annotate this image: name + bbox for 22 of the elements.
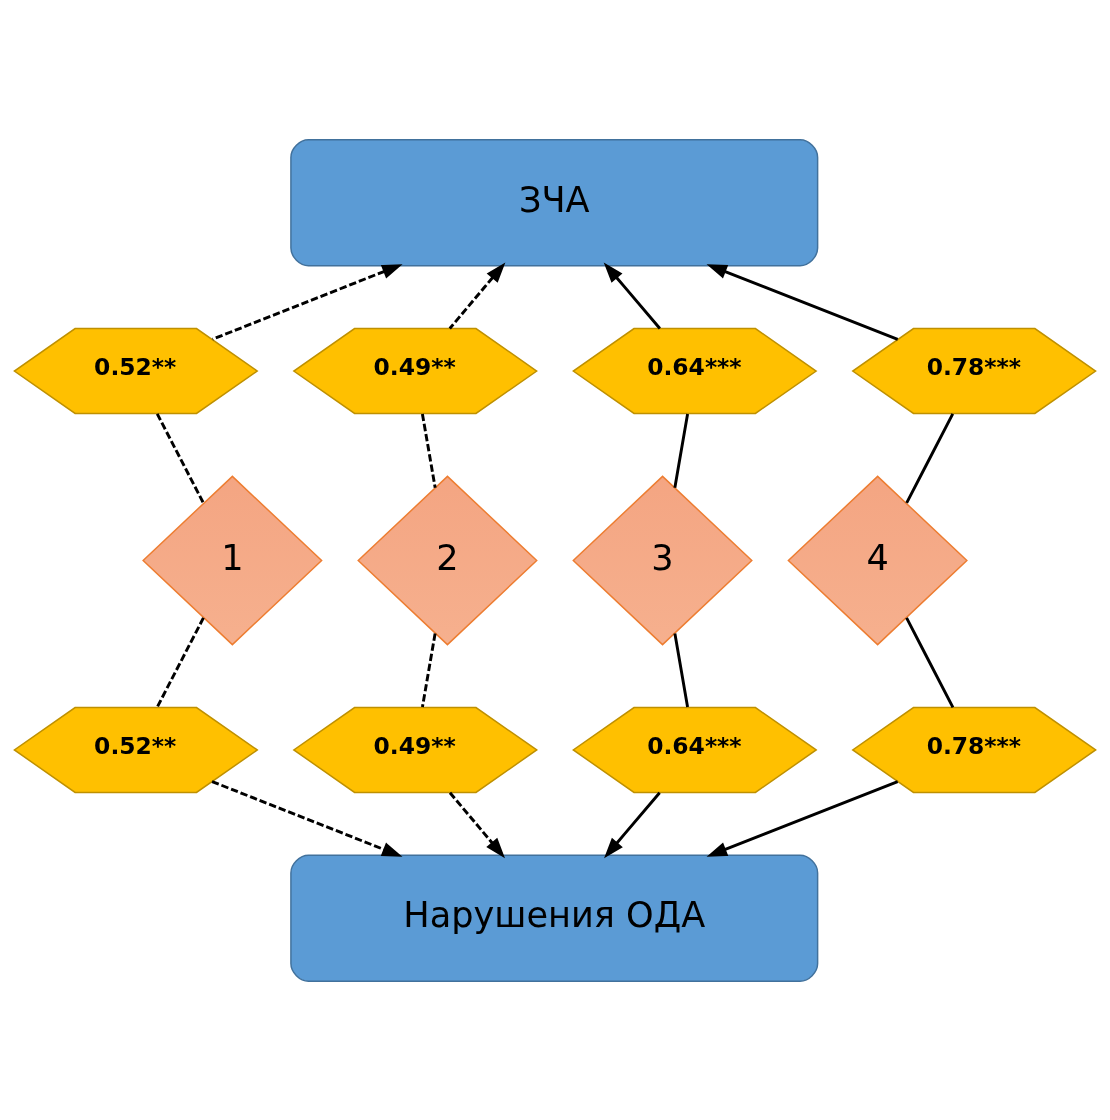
arrow — [212, 263, 403, 341]
connector — [420, 413, 437, 488]
arrow — [604, 791, 661, 858]
node-box: Нарушения ОДА — [290, 854, 819, 982]
arrow — [706, 779, 899, 857]
node-diamond: 2 — [357, 474, 538, 646]
connector — [421, 632, 437, 707]
connector — [155, 616, 205, 708]
node-box: ЗЧА — [290, 138, 819, 266]
arrow — [448, 261, 506, 329]
connector — [905, 616, 955, 708]
node-diamond: 3 — [572, 474, 753, 646]
arrow — [603, 261, 661, 329]
connector — [155, 412, 205, 504]
arrow — [448, 791, 505, 858]
node-diamond: 1 — [142, 474, 323, 646]
arrow — [211, 779, 403, 857]
connector — [673, 413, 690, 488]
arrow — [706, 263, 899, 341]
node-diamond: 4 — [787, 474, 968, 646]
connector — [673, 632, 689, 707]
connector — [905, 412, 955, 504]
